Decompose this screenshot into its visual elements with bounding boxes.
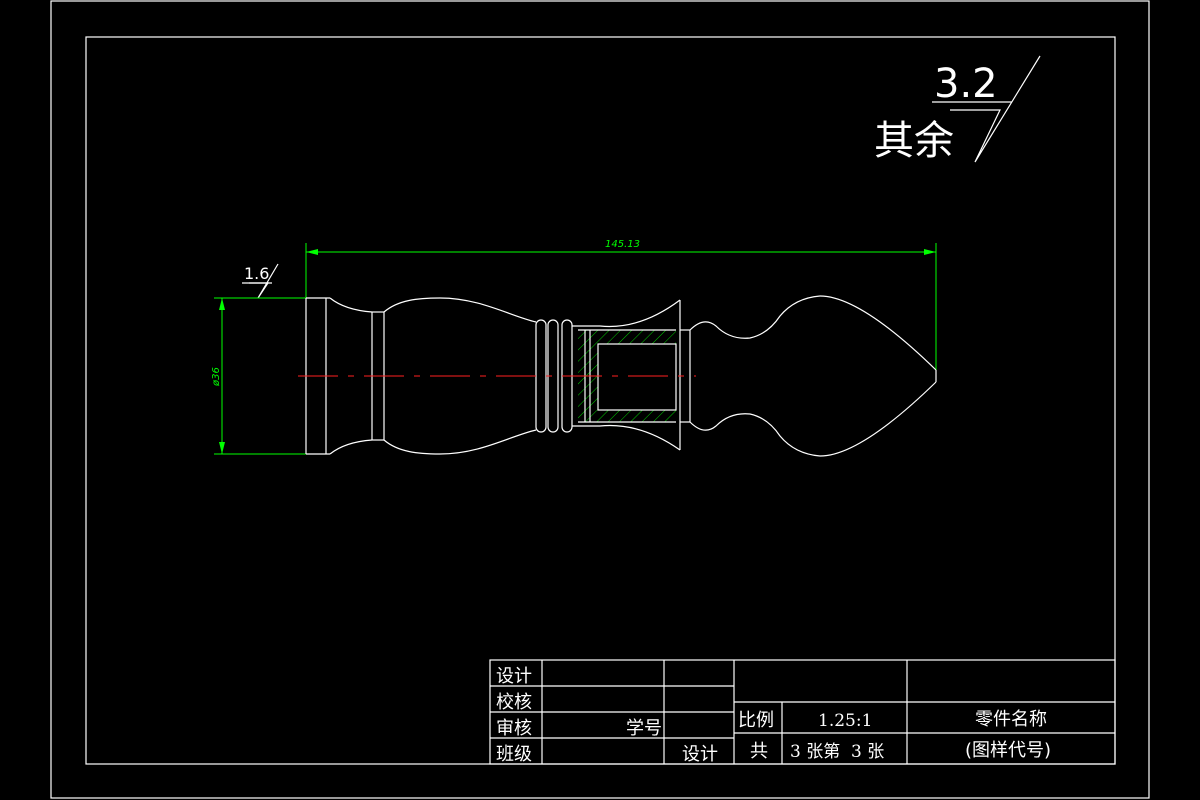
label-review: 审核 <box>496 718 532 739</box>
sheets-value: 3 张第 3 张 <box>790 742 884 762</box>
label-student-no: 学号 <box>626 718 662 739</box>
label-scale: 比例 <box>738 710 774 731</box>
title-block: 设计 校核 审核 班级 学号 设计 比例 1.25:1 共 3 张第 3 张 零… <box>489 659 1116 765</box>
label-class: 班级 <box>496 744 532 765</box>
general-roughness-symbol: 其余 3.2 <box>874 55 1041 164</box>
scale-value: 1.25:1 <box>818 711 872 731</box>
length-dimension: 145.13 <box>305 239 937 370</box>
label-designer: 设计 <box>682 744 718 765</box>
outer-border <box>50 0 1150 799</box>
roughness-note: 其余 <box>874 118 954 164</box>
drawing-number: (图样代号) <box>965 740 1051 761</box>
inner-border <box>85 36 1116 765</box>
local-roughness-value: 1.6 <box>244 264 269 283</box>
part-name: 零件名称 <box>975 709 1047 730</box>
label-design: 设计 <box>496 666 532 687</box>
diameter-dimension: ø36 <box>211 297 306 455</box>
label-check: 校核 <box>496 692 532 713</box>
local-roughness-symbol: 1.6 <box>242 263 279 299</box>
roughness-value: 3.2 <box>934 61 998 107</box>
label-sheets: 共 <box>750 741 768 762</box>
diameter-value: ø36 <box>211 367 222 387</box>
length-value: 145.13 <box>605 239 640 250</box>
